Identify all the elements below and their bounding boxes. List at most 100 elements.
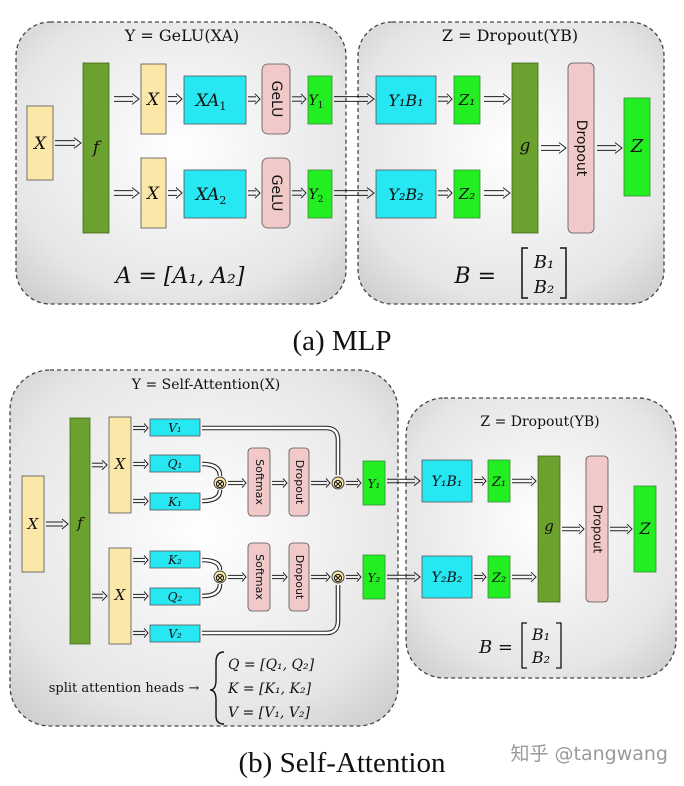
arrow-g-to-dropout [562,523,585,535]
mlp-gelu-box-1 [261,63,291,135]
mlp-z1-box [453,75,481,125]
mlp-b-row2: B₂ [533,277,554,298]
mlp-y1-label: Y1 [309,93,324,111]
attn-y1-label: Y₁ [368,477,381,491]
attn-softmax-label-2: Softmax [253,554,266,600]
arrow-y1-to-yb1 [334,93,375,105]
mlp-b-bracket-left [521,247,528,299]
attn-q1-box [149,454,201,473]
arrow-dropout2-to-mul [311,572,331,582]
mlp-f-box [82,62,110,234]
attn-k1-box [149,492,201,511]
arrow-f-to-x1 [114,93,140,105]
attn-x-box-1 [108,416,132,514]
arrow-q1-to-mul [201,461,223,477]
arrow-mul1-to-y1 [346,478,362,488]
attn-b-bracket-left [521,622,527,669]
mlp-z-label: Z [630,136,644,157]
mlp-g-label: g [520,136,531,156]
attn-v1-label: V₁ [168,421,181,435]
arrow-y1-to-yb1 [387,475,421,487]
attn-b-bracket-right [556,622,562,669]
attn-input-x-box [21,475,45,573]
mlp-dropout-panel [357,21,665,305]
attn-x-label-2: X [114,586,127,604]
attn-qk-mul-1-symbol: ⊗ [215,477,226,492]
arrow-attn-f-to-x2 [92,590,108,602]
mlp-b-formula-lhs: B = [453,264,496,289]
attn-yb1-label: Y₁B₁ [432,474,463,490]
attn-caption: (b) Self-Attention [239,747,446,779]
mlp-yb1-label: Y₁B₁ [388,91,423,110]
attn-b-row1: B₁ [531,625,550,644]
mlp-input-x-box [26,105,54,181]
arrow-softmax2-to-dropout [272,572,288,582]
attn-b-formula-lhs: B = [478,637,513,658]
mlp-diagram: Y = GeLU(XA) Z = Dropout(YB) X f X XA1 G… [15,21,665,357]
mlp-y1-box [307,75,333,125]
attn-v2-box [149,624,201,643]
arrow-yb1-to-z1 [474,476,487,486]
mlp-x-label-1: X [145,90,160,110]
mlp-a-formula: A = [A₁, A₂] [114,264,245,289]
arrow-x2-to-xa2 [168,187,183,199]
attn-dropout-label-2: Dropout [293,555,306,600]
arrow-x2-to-v2 [133,628,149,638]
mlp-yb2-label: Y₂B₂ [388,185,423,204]
attn-y1-box [362,460,386,506]
mlp-z2-label: Z₂ [458,185,475,203]
arrow-x1-to-v1 [133,423,149,433]
attn-left-title: Y = Self-Attention(X) [131,377,281,393]
arrow-x2-to-q2 [133,591,149,601]
mlp-gelu-panel [15,21,347,305]
attn-x-box-2 [108,547,132,645]
attn-y2-label: Y₂ [368,571,381,585]
arrow-softmax1-to-dropout [272,478,288,488]
attn-self-attention-panel [9,369,399,727]
attn-dropout-box-1 [288,447,310,517]
arrow-x1-to-q1 [133,459,149,469]
attn-split-brace [209,651,225,725]
mlp-x-label-2: X [145,184,160,204]
mlp-dropout-title: Z = Dropout(YB) [442,26,578,45]
attn-g-box [537,455,561,603]
mlp-gelu-label-2: GeLU [268,175,284,212]
arrow-y2-to-yb2 [387,571,421,583]
arrow-k2-to-mul [201,557,223,571]
arrow-g-to-dropout [541,142,567,154]
mlp-yb1-box [375,75,437,125]
mlp-arrows [55,93,623,199]
mlp-f-label: f [91,138,102,158]
mlp-dropout-box [567,62,595,234]
arrow-mul2-to-softmax [228,572,247,582]
mlp-yb2-box [375,169,437,219]
attn-q-formula: Q = [Q₁, Q₂] [228,657,315,673]
attn-qk-mul-2-symbol: ⊗ [215,571,226,586]
mlp-z1-label: Z₁ [458,91,475,109]
attn-dropout-box [585,455,609,603]
mlp-g-box [511,62,539,234]
arrow-gelu-to-y2 [292,187,307,199]
mlp-caption: (a) MLP [292,325,391,357]
mlp-xa2-label: XA2 [194,185,227,207]
arrow-z2-to-g [484,187,511,199]
attn-z2-box [487,555,511,599]
mlp-y2-label: Y2 [309,187,324,205]
attn-v-formula: V = [V₁, V₂] [228,705,311,721]
attn-k2-box [149,550,201,569]
arrow-input-to-f [55,137,82,149]
arrow-yb1-to-z1 [438,93,453,105]
attn-qk-mul-2 [213,570,227,584]
attn-right-title: Z = Dropout(YB) [480,414,599,430]
attn-dropout-label: Dropout [591,505,605,554]
attn-yb1-box [421,459,473,503]
mlp-xa2-box [183,169,247,219]
arrow-dropout1-to-mul [311,478,331,488]
mlp-xa1-box [183,75,247,125]
arrow-attn-f-to-x1 [92,459,108,471]
attn-arrows [46,423,633,638]
attn-softmax-box-1 [247,447,271,517]
attn-z-label: Z [638,519,651,538]
attn-k-formula: K = [K₁, K₂] [227,681,312,697]
